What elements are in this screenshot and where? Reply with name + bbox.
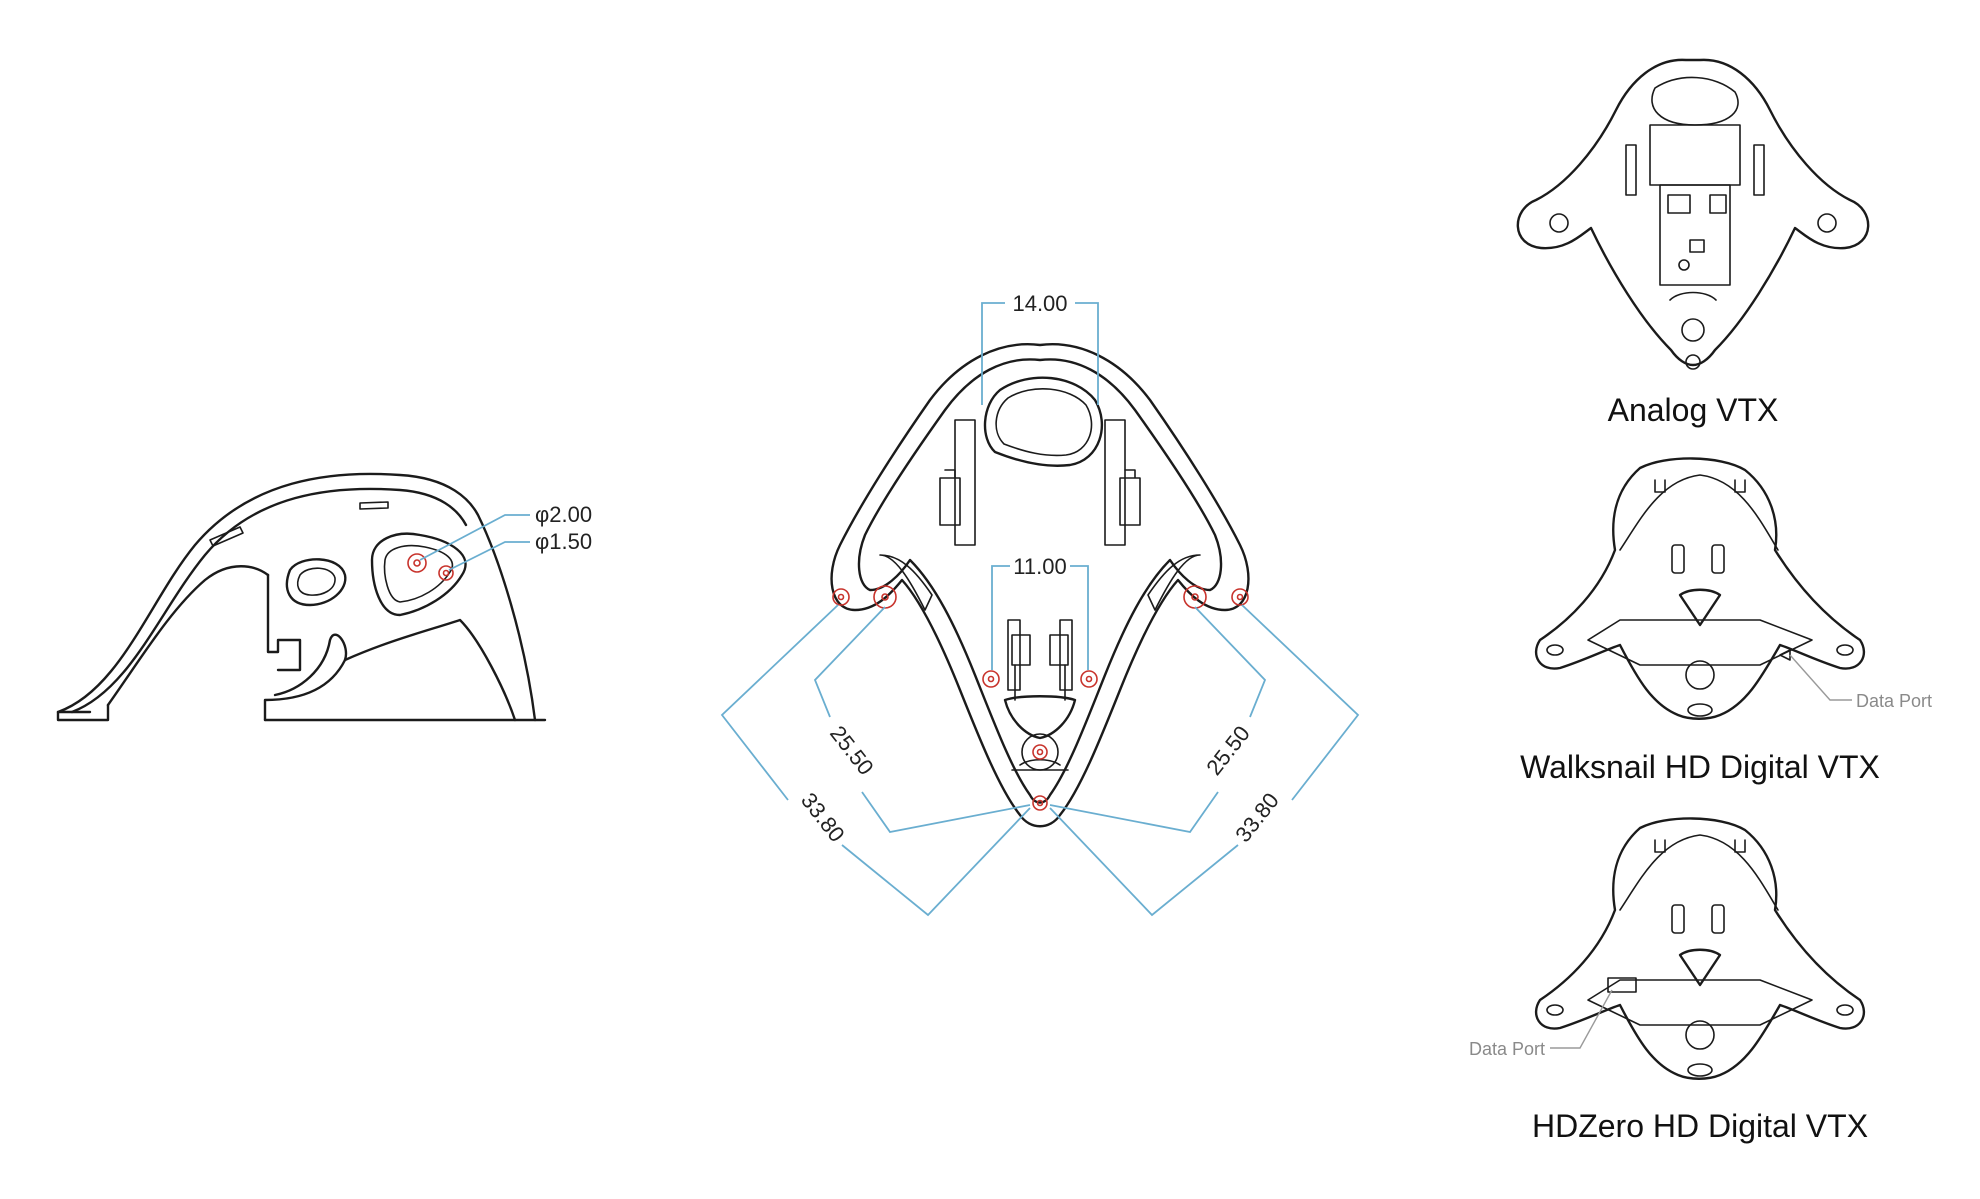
- hdzero-vtx-illustration: [1534, 817, 1866, 1080]
- hole-large-label: φ2.00: [535, 502, 592, 527]
- inner-width-label: 11.00: [1013, 554, 1066, 579]
- top-view: 14.00 11.00 25.50 33.80 25.50 33.80: [720, 291, 1360, 917]
- hdzero-data-port-label: Data Port: [1469, 1039, 1545, 1059]
- hdzero-vtx-caption: HDZero HD Digital VTX: [1532, 1108, 1868, 1144]
- walksnail-data-port-label: Data Port: [1856, 691, 1932, 711]
- hole-small-label: φ1.50: [535, 529, 592, 554]
- left-inner-label: 25.50: [825, 721, 879, 780]
- side-view: φ2.00 φ1.50: [56, 472, 592, 722]
- left-outer-label: 33.80: [796, 788, 850, 847]
- top-width-label: 14.00: [1012, 291, 1067, 316]
- right-outer-label: 33.80: [1230, 788, 1284, 847]
- right-inner-label: 25.50: [1201, 721, 1255, 780]
- walksnail-vtx-caption: Walksnail HD Digital VTX: [1520, 749, 1880, 785]
- analog-vtx-caption: Analog VTX: [1608, 392, 1779, 428]
- walksnail-vtx-illustration: [1534, 457, 1866, 720]
- analog-vtx-illustration: [1516, 58, 1870, 370]
